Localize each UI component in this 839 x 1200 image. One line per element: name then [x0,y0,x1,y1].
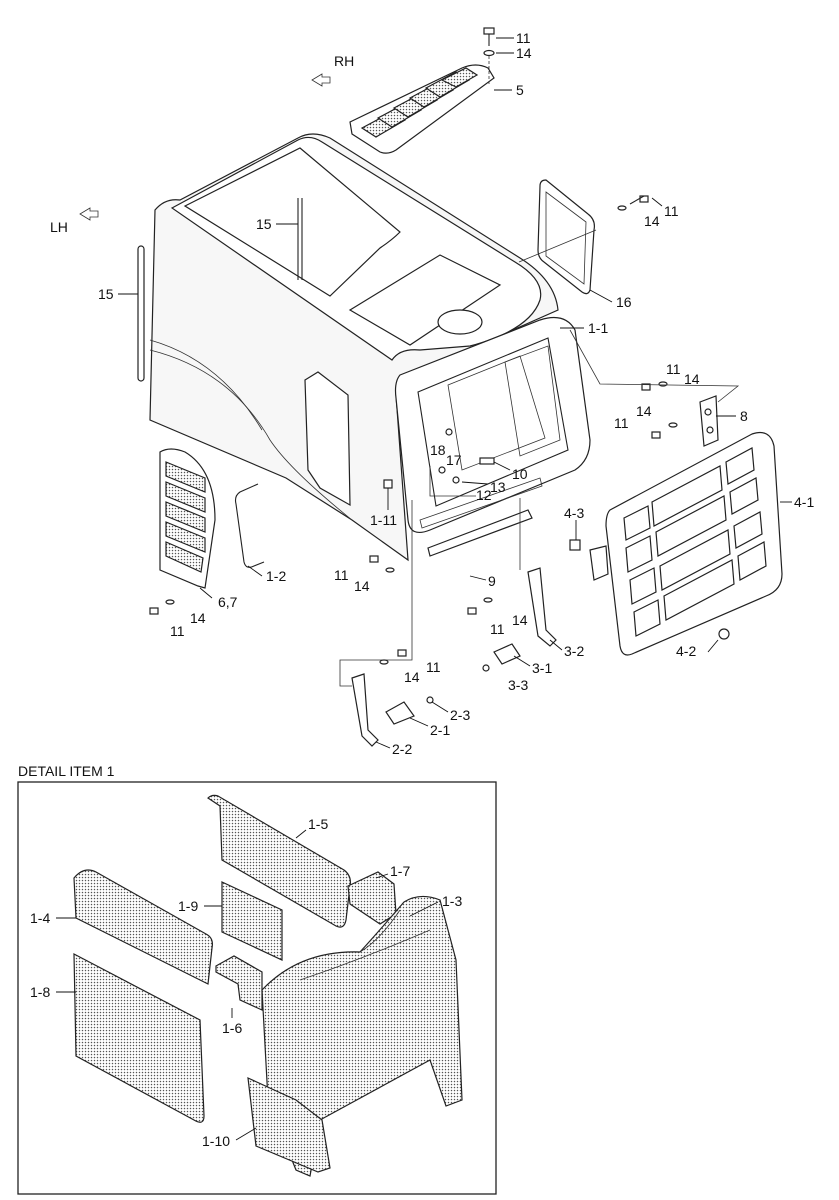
detail-panels [73,794,463,1177]
callout-15: 15 [256,216,272,232]
bracket-left [351,673,434,747]
lh-direction-arrow [79,207,99,221]
callout-6-7: 6,7 [218,594,238,610]
callout-3-3: 3-3 [508,677,528,693]
lh-label: LH [50,219,68,235]
handle-rod [234,483,265,568]
callout-11: 11 [490,621,505,637]
front-guard-grille [605,431,783,656]
callout-3-1: 3-1 [532,660,552,676]
bracket-right [482,567,557,672]
detail-callouts: 1-5 1-7 1-3 1-9 1-4 1-8 1-6 1-10 [30,816,462,1149]
detail-title: DETAIL ITEM 1 [18,763,115,779]
callout-1-8: 1-8 [30,984,50,1000]
callout-14: 14 [636,403,652,419]
callout-11: 11 [516,30,531,46]
callout-8: 8 [740,408,748,424]
callout-1-3: 1-3 [442,893,462,909]
assembly-leader-lines [339,229,740,687]
callout-11: 11 [170,623,185,639]
rear-window-panel [537,179,595,295]
callout-18: 18 [430,442,446,458]
callout-14: 14 [684,371,700,387]
callout-11: 11 [426,659,441,675]
callout-5: 5 [516,82,524,98]
callout-11: 11 [614,415,629,431]
callout-1-9: 1-9 [178,898,198,914]
callout-11: 11 [664,203,679,219]
callout-12: 12 [476,487,492,503]
callout-14: 14 [404,669,420,685]
callout-4-1: 4-1 [794,494,814,510]
detail-frame [17,781,497,1195]
callout-14: 14 [516,45,532,61]
callout-2-2: 2-2 [392,741,412,757]
callouts: 11 14 5 11 14 16 15 15 1-1 11 14 8 14 11… [98,30,814,757]
rh-label: RH [334,53,354,69]
callout-14: 14 [644,213,660,229]
callout-14: 14 [190,610,206,626]
callout-16: 16 [616,294,632,310]
callout-1-5: 1-5 [308,816,328,832]
callout-4-2: 4-2 [676,643,696,659]
weatherstrip-roof [297,198,303,280]
callout-2-1: 2-1 [430,722,450,738]
callout-1-1: 1-1 [588,320,608,336]
callout-1-7: 1-7 [390,863,410,879]
callout-14: 14 [512,612,528,628]
callout-10: 10 [512,466,528,482]
callout-4-3: 4-3 [564,505,584,521]
callout-3-2: 3-2 [564,643,584,659]
callout-11: 11 [666,361,681,377]
roof-vent-grille [349,64,495,154]
latch-assembly [569,539,730,640]
callout-1-4: 1-4 [30,910,50,926]
callout-11: 11 [334,567,349,583]
callout-14: 14 [354,578,370,594]
weatherstrip-left [137,245,145,382]
side-grille [159,448,216,589]
cab-body [149,133,591,562]
callout-2-3: 2-3 [450,707,470,723]
top-bolt [483,27,495,86]
rh-direction-arrow [311,73,331,87]
callout-9: 9 [488,573,496,589]
callout-13: 13 [490,479,506,495]
callout-1-6: 1-6 [222,1020,242,1036]
hinge-bracket [699,395,719,447]
callout-1-10: 1-10 [202,1133,230,1149]
callout-17: 17 [446,452,462,468]
hardware-bolts [149,195,678,665]
callout-1-2: 1-2 [266,568,286,584]
callout-1-11: 1-11 [370,512,397,528]
callout-15: 15 [98,286,114,302]
